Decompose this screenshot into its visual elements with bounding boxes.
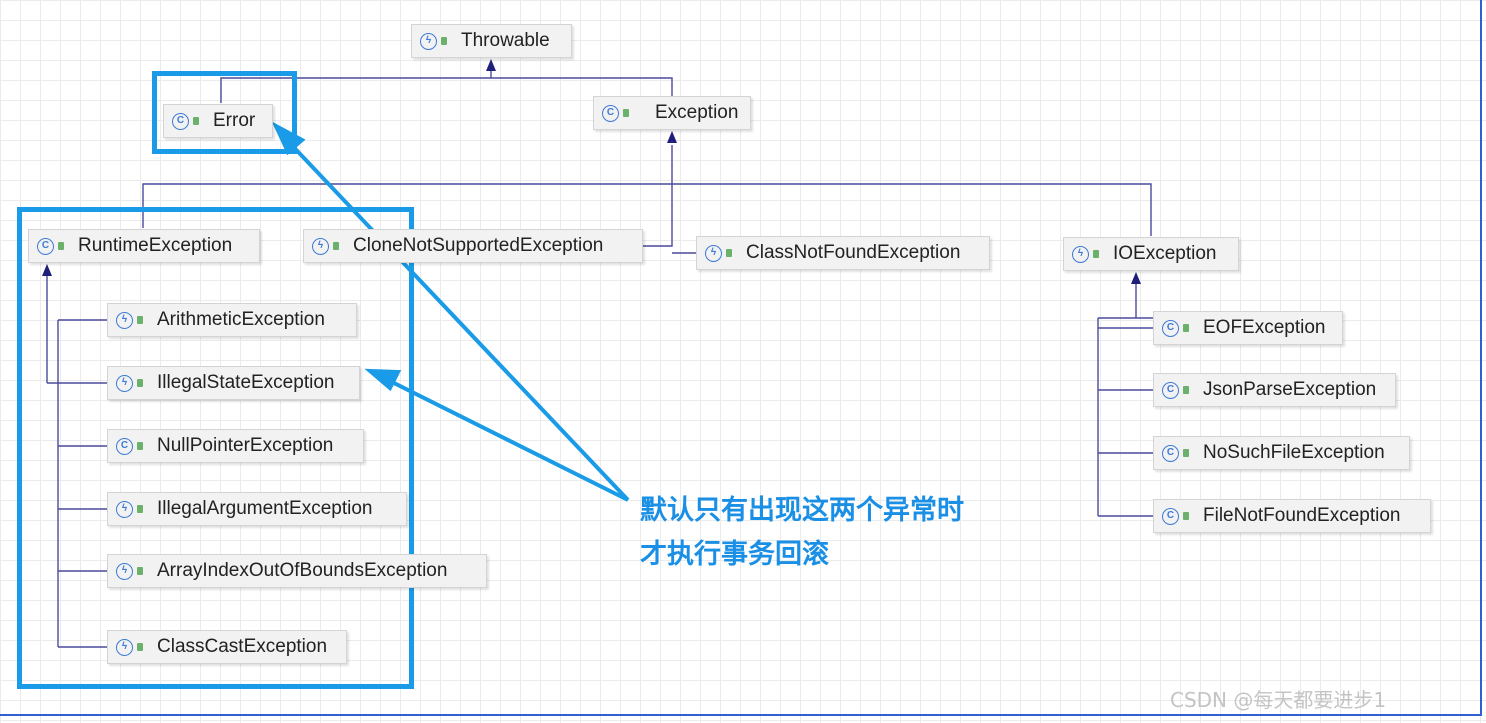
abstract-class-icon: ϟ: [116, 500, 133, 518]
frame-border-bottom: [0, 714, 1482, 716]
node-exception[interactable]: C Exception: [593, 96, 751, 130]
node-label: ArrayIndexOutOfBoundsException: [157, 560, 448, 581]
node-label: Exception: [655, 102, 739, 123]
node-arithmetic-exception[interactable]: ϟ ArithmeticException: [107, 303, 357, 337]
node-error[interactable]: C Error: [163, 104, 273, 138]
class-c-icon: C: [602, 104, 619, 122]
node-label: IllegalStateException: [157, 372, 335, 393]
node-throwable[interactable]: ϟ Throwable: [411, 24, 572, 58]
public-visibility-icon: [137, 316, 143, 324]
error-highlight-box: [152, 71, 297, 154]
node-no-such-file-exception[interactable]: C NoSuchFileException: [1153, 436, 1410, 470]
node-label: NullPointerException: [157, 435, 334, 456]
node-illegal-state-exception[interactable]: ϟ IllegalStateException: [107, 366, 360, 400]
abstract-class-icon: ϟ: [116, 311, 133, 329]
public-visibility-icon: [333, 242, 339, 250]
node-null-pointer-exception[interactable]: C NullPointerException: [107, 429, 364, 463]
public-visibility-icon: [193, 117, 199, 125]
public-visibility-icon: [1183, 324, 1189, 332]
arrowhead-ioexception: [1131, 272, 1141, 284]
node-illegal-argument-exception[interactable]: ϟ IllegalArgumentException: [107, 492, 407, 526]
public-visibility-icon: [1093, 250, 1099, 258]
node-label: IOException: [1113, 243, 1217, 264]
node-label: NoSuchFileException: [1203, 442, 1385, 463]
node-label: Throwable: [461, 30, 550, 51]
class-c-icon: C: [1162, 507, 1179, 525]
annotation-line-1: 默认只有出现这两个异常时: [640, 495, 964, 526]
public-visibility-icon: [726, 249, 732, 257]
annotation-line-2: 才执行事务回滚: [640, 539, 829, 570]
public-visibility-icon: [137, 505, 143, 513]
node-file-not-found-exception[interactable]: C FileNotFoundException: [1153, 499, 1431, 533]
node-class-not-found-exception[interactable]: ϟ ClassNotFoundException: [696, 236, 990, 270]
node-label: FileNotFoundException: [1203, 505, 1401, 526]
node-array-index-out-of-bounds-exception[interactable]: ϟ ArrayIndexOutOfBoundsException: [107, 554, 487, 588]
abstract-class-icon: ϟ: [312, 237, 329, 255]
runtime-highlight-box: [17, 207, 414, 689]
class-c-icon: C: [1162, 444, 1179, 462]
arrowhead-throwable: [486, 59, 496, 71]
node-json-parse-exception[interactable]: C JsonParseException: [1153, 373, 1396, 407]
node-clone-not-supported-exception[interactable]: ϟ CloneNotSupportedException: [303, 229, 643, 263]
public-visibility-icon: [441, 37, 447, 45]
abstract-class-icon: ϟ: [420, 32, 437, 50]
node-label: ArithmeticException: [157, 309, 325, 330]
abstract-class-icon: ϟ: [116, 562, 133, 580]
node-eof-exception[interactable]: C EOFException: [1153, 311, 1343, 345]
arrowhead-exception: [667, 131, 677, 143]
abstract-class-icon: ϟ: [116, 638, 133, 656]
public-visibility-icon: [623, 109, 629, 117]
edge-runtime-exception: [142, 183, 1152, 236]
node-ioexception[interactable]: ϟ IOException: [1063, 237, 1239, 271]
node-label: Error: [213, 110, 256, 131]
public-visibility-icon: [58, 242, 64, 250]
node-label: EOFException: [1203, 317, 1326, 338]
callout-arrow-error: [283, 136, 630, 502]
public-visibility-icon: [137, 567, 143, 575]
node-class-cast-exception[interactable]: ϟ ClassCastException: [107, 630, 347, 664]
node-label: IllegalArgumentException: [157, 498, 373, 519]
node-runtime-exception[interactable]: C RuntimeException: [28, 229, 260, 263]
class-c-icon: C: [37, 237, 54, 255]
public-visibility-icon: [137, 379, 143, 387]
arrowhead-runtime: [42, 264, 52, 276]
abstract-class-icon: ϟ: [705, 244, 722, 262]
public-visibility-icon: [1183, 449, 1189, 457]
edge-clone-exception: [643, 184, 673, 247]
abstract-class-icon: ϟ: [116, 374, 133, 392]
callout-arrow-runtime: [381, 375, 629, 502]
public-visibility-icon: [137, 643, 143, 651]
public-visibility-icon: [1183, 512, 1189, 520]
class-c-icon: C: [116, 437, 133, 455]
class-c-icon: C: [1162, 381, 1179, 399]
watermark: CSDN @每天都要进步1: [1170, 688, 1387, 712]
node-label: CloneNotSupportedException: [353, 235, 604, 256]
public-visibility-icon: [1183, 386, 1189, 394]
class-c-icon: C: [1162, 319, 1179, 337]
node-label: ClassNotFoundException: [746, 242, 961, 263]
frame-border-right: [1480, 0, 1482, 716]
public-visibility-icon: [137, 442, 143, 450]
node-label: ClassCastException: [157, 636, 328, 657]
node-label: RuntimeException: [78, 235, 233, 256]
abstract-class-icon: ϟ: [1072, 245, 1089, 263]
class-c-icon: C: [172, 112, 189, 130]
node-label: JsonParseException: [1203, 379, 1377, 400]
edge-error-throwable: [220, 77, 673, 103]
